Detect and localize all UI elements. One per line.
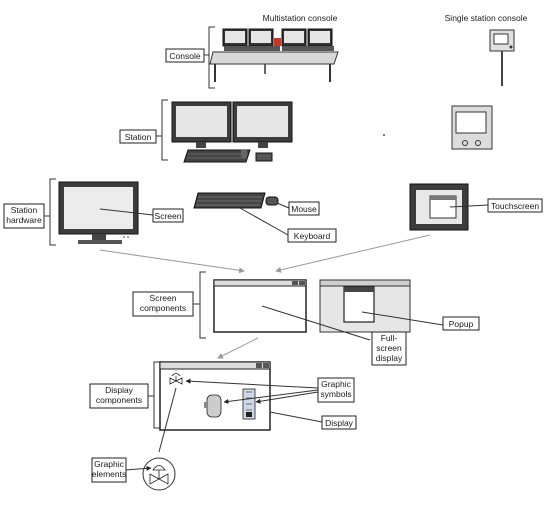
components-to-display-arrow [217,337,259,359]
graphic-elements-label-line2: elements [92,469,127,479]
touchscreen-to-components-arrow [275,234,431,273]
keyboard-label: Keyboard [294,231,331,241]
station-label-box: Station [119,129,157,144]
hardware-to-components-arrow [99,249,245,274]
screen-label: Screen [155,211,182,221]
keyboard-icon [193,192,266,209]
valve-zoom-line [158,387,177,453]
monitor-icon [58,181,139,244]
display-label-box: Display [321,415,357,430]
mouse-icon [265,196,279,206]
single-station-screen-icon [451,105,493,150]
display-window-icon [159,361,271,431]
popup-label-box: Popup [442,316,480,331]
graphic-elements-label-line1: Graphic [94,459,125,469]
full-screen-display-label-box: Full- screen display [371,331,407,366]
single-station-console-icon [489,29,515,86]
station-label: Station [125,132,152,142]
station-icon [171,101,293,163]
display-components-label-line2: components [96,395,142,405]
graphic-symbols-label-box: Graphic symbols [317,377,355,403]
mouse-label-box: Mouse [288,201,320,216]
mouse-label: Mouse [291,204,317,214]
console-label: Console [169,51,200,61]
station-hardware-label-line2: hardware [6,215,42,225]
touchscreen-label-box: Touchscreen [487,198,543,213]
station-hardware-label-box: Station hardware [3,203,45,229]
full-screen-display-label-line1: Full- [381,333,398,343]
full-screen-display-label-line2: screen [376,343,402,353]
full-screen-display-label-line3: display [376,353,403,363]
graphic-elements-label-box: Graphic elements [91,457,127,483]
screen-components-label-box: Screen components [132,291,194,317]
full-screen-window-icon [213,279,307,333]
display-components-label-line1: Display [105,385,134,395]
screen-components-label-line1: Screen [150,293,177,303]
graphic-symbols-label-line1: Graphic [321,379,352,389]
console-label-box: Console [165,48,205,63]
touchscreen-label: Touchscreen [491,201,539,211]
screen-components-label-line2: components [140,303,186,313]
graphic-elements-circle [142,457,176,491]
popup-window-icon [319,279,411,333]
screen-label-box: Screen [152,208,184,223]
display-label: Display [325,418,354,428]
popup-label: Popup [449,319,474,329]
station-hardware-label-line1: Station [11,205,38,215]
multistation-console-title: Multistation console [263,13,338,23]
keyboard-label-box: Keyboard [287,228,337,243]
single-station-console-title: Single station console [445,13,528,23]
graphic-symbols-label-line2: symbols [320,389,351,399]
multistation-console-icon [209,28,339,82]
display-components-label-box: Display components [89,383,149,409]
